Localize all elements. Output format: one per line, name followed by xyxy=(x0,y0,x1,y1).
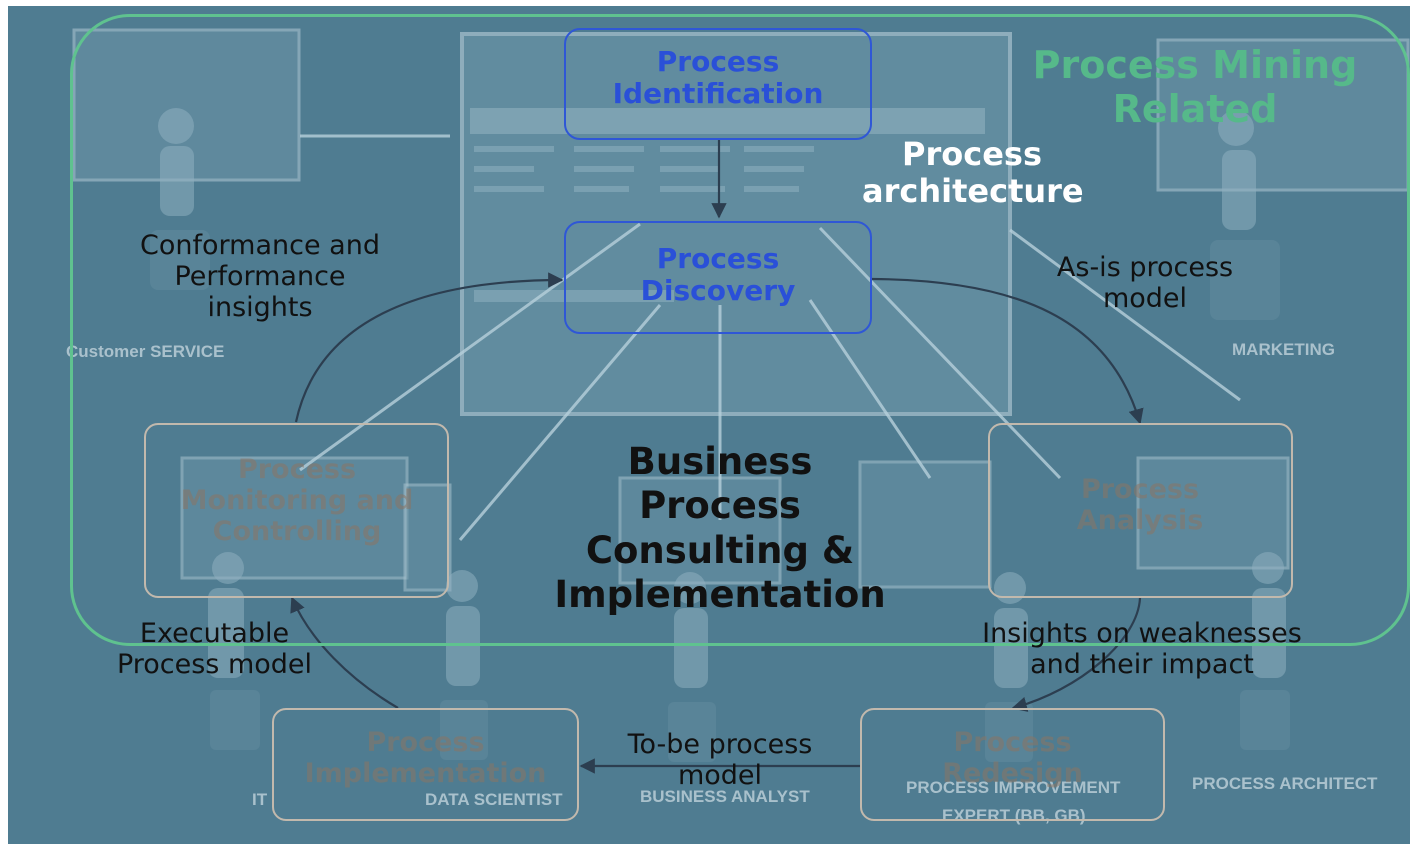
arrow-implementation-to-monitoring xyxy=(290,596,399,709)
node-discovery-box[interactable] xyxy=(564,221,872,334)
node-analysis-box[interactable] xyxy=(988,423,1293,598)
process-mining-scope xyxy=(70,14,1410,646)
node-monitoring-box[interactable] xyxy=(144,423,449,598)
node-redesign-label: Process Redesign xyxy=(942,727,1083,790)
role-customer-service: Customer SERVICE xyxy=(66,342,225,361)
role-data-scientist: DATA SCIENTIST xyxy=(425,790,563,809)
arrow-analysis-to-redesign xyxy=(1011,597,1142,712)
edge-label-as-is: As-is process model xyxy=(1056,252,1234,315)
edge-label-executable: Executable Process model xyxy=(116,618,313,681)
node-implementation-box[interactable] xyxy=(272,708,579,821)
node-monitoring-label: Process Monitoring and Controlling xyxy=(180,454,414,548)
node-discovery-label: Process Discovery xyxy=(640,242,796,308)
bg-figures xyxy=(150,108,1290,762)
bg-screen-bar xyxy=(470,108,985,134)
center-title: Business Process Consulting & Implementa… xyxy=(554,440,886,617)
edge-label-insights: Insights on weaknesses and their impact xyxy=(982,618,1302,681)
role-business-analyst: BUSINESS ANALYST xyxy=(640,787,810,806)
bg-screen-mockup xyxy=(460,32,1012,416)
arrow-monitoring-to-discovery xyxy=(294,272,564,423)
role-it: IT xyxy=(252,790,268,809)
process-architecture-label: Process architecture xyxy=(862,135,1084,210)
edge-label-conformance: Conformance and Performance insights xyxy=(140,230,380,324)
role-process-improvement: PROCESS IMPROVEMENT xyxy=(906,778,1121,797)
node-analysis-label: Process Analysis xyxy=(1076,474,1204,537)
scope-label: Process Mining Related xyxy=(1032,43,1358,131)
bg-light-arrows xyxy=(299,134,1241,541)
edge-label-to-be: To-be process model xyxy=(627,729,813,792)
node-redesign-box[interactable] xyxy=(860,708,1165,821)
node-implementation-label: Process Implementation xyxy=(304,727,547,790)
node-identification-box[interactable] xyxy=(564,28,872,140)
arrow-discovery-to-analysis xyxy=(871,277,1144,425)
node-identification-label: Process Identification xyxy=(612,45,824,111)
role-marketing: MARKETING xyxy=(1232,340,1335,359)
role-process-architect: PROCESS ARCHITECT xyxy=(1192,774,1378,793)
